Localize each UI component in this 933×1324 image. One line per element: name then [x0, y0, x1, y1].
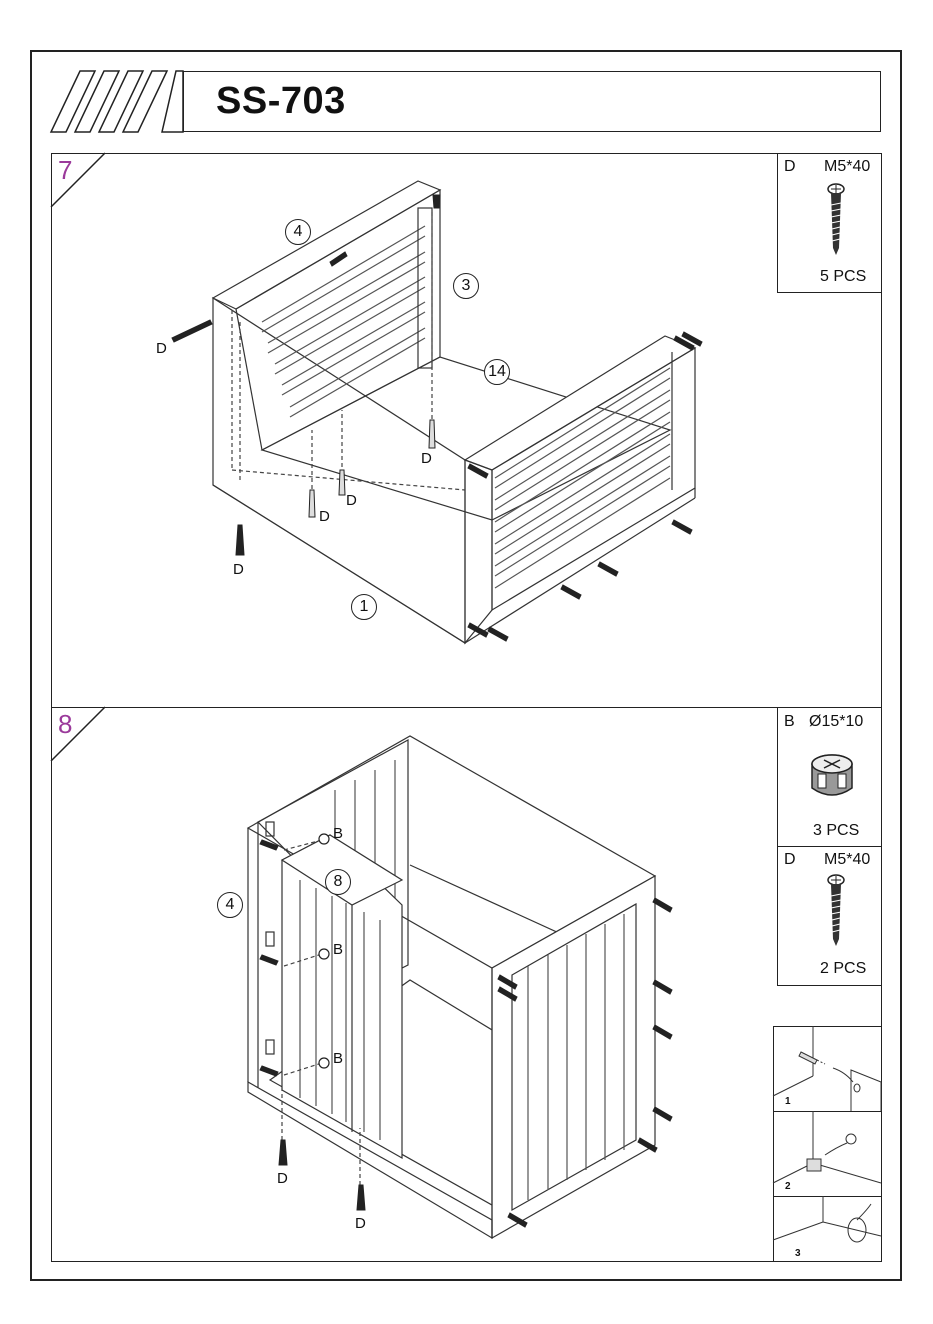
callout-part-4: 4	[217, 892, 243, 918]
cam-lock-icon	[808, 752, 858, 802]
part-quantity: 2 PCS	[820, 960, 866, 978]
cam-label-b: B	[333, 1050, 343, 1067]
mini-step-number: 3	[795, 1248, 801, 1259]
part-letter: B	[784, 713, 795, 731]
screw-label-d: D	[277, 1170, 288, 1187]
mini-step-number: 2	[785, 1181, 791, 1192]
part-quantity: 3 PCS	[813, 822, 859, 840]
part-spec: Ø15*10	[809, 713, 863, 731]
cam-label-b: B	[333, 941, 343, 958]
cam-label-b: B	[333, 825, 343, 842]
screw-icon	[822, 874, 852, 954]
callout-part-8: 8	[325, 869, 351, 895]
mini-step-number: 1	[785, 1096, 791, 1107]
part-spec: M5*40	[824, 851, 870, 869]
part-letter: D	[784, 851, 796, 869]
screw-label-d: D	[355, 1215, 366, 1232]
mini-step-3-drawing	[773, 1196, 882, 1262]
